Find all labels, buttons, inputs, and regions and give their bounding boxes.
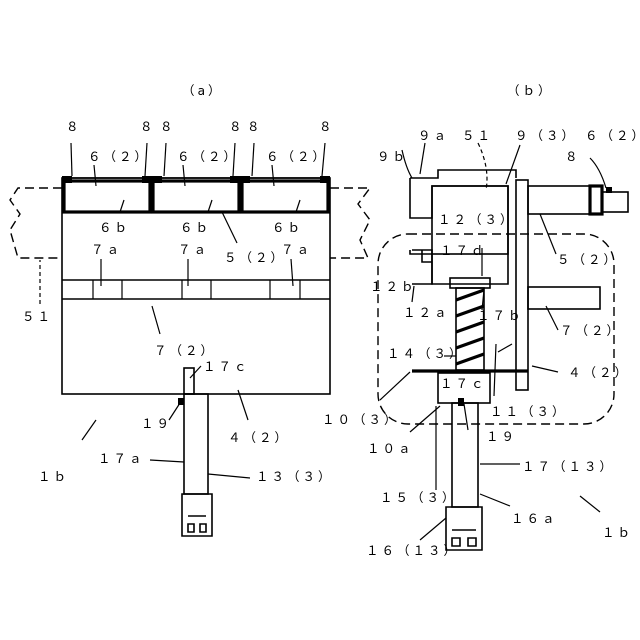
label-6b: ６ｂ: [272, 220, 303, 235]
label-19: １９: [486, 429, 517, 444]
label-6b: ６ｂ: [180, 220, 211, 235]
label-6: ６（２）: [177, 149, 239, 164]
label-4: ４（２）: [228, 430, 290, 445]
shaft-13: [184, 394, 208, 494]
label-51: ５１: [22, 309, 53, 324]
label-17b: １７ｂ: [477, 308, 524, 323]
label-8: ８: [160, 119, 176, 134]
label-6: ６（２）: [585, 128, 640, 143]
label-8: ８: [229, 119, 245, 134]
caption-a: （a）: [182, 83, 224, 98]
label-16a: １６ａ: [511, 511, 558, 526]
plates-6: [62, 176, 330, 212]
label-5: ５（２）: [224, 250, 286, 265]
label-17a: １７ａ: [98, 451, 145, 466]
label-17c: １７ｃ: [440, 376, 487, 391]
label-11: １１（３）: [490, 404, 568, 419]
label-4: ４（２）: [568, 365, 630, 380]
label-15: １５（３）: [380, 490, 458, 505]
label-12: １２（３）: [438, 212, 516, 227]
label-8: ８: [319, 119, 335, 134]
label-7a: ７ａ: [281, 242, 312, 257]
label-8: ８: [565, 149, 581, 164]
label-7: ７（２）: [560, 323, 622, 338]
label-10a: １０ａ: [367, 441, 414, 456]
label-17d: １７ｄ: [440, 243, 487, 258]
label-12a: １２ａ: [403, 305, 450, 320]
label-16: １６（１３）: [366, 543, 459, 558]
label-14: １４（３）: [387, 346, 465, 361]
label-6: ６（２）: [266, 149, 328, 164]
label-51: ５１: [462, 128, 493, 143]
label-9b: ９ｂ: [377, 149, 408, 164]
plate-6-left: [64, 181, 150, 212]
label-7a: ７ａ: [91, 242, 122, 257]
label-9a: ９ａ: [418, 128, 449, 143]
label-10: １０（３）: [322, 412, 400, 427]
plate-4: [516, 180, 528, 390]
label-7: ７（２）: [154, 343, 216, 358]
label-6b: ６ｂ: [99, 220, 130, 235]
label-7a: ７ａ: [178, 242, 209, 257]
label-1b: １ｂ: [602, 525, 633, 540]
figure-b: （ｂ）: [322, 83, 640, 558]
caption-b: （ｂ）: [507, 83, 554, 98]
body-9: [410, 170, 516, 284]
arm-7: [528, 287, 600, 309]
label-6: ６（２）: [88, 149, 150, 164]
label-1b: １ｂ: [38, 469, 69, 484]
label-9: ９（３）: [515, 128, 577, 143]
part-19: [458, 398, 464, 406]
plate-6-right: [242, 181, 328, 212]
label-19: １９: [141, 416, 172, 431]
label-17: １７（１３）: [522, 459, 615, 474]
foot-16: [182, 494, 212, 536]
label-8: ８: [140, 119, 156, 134]
plate-6: [590, 186, 602, 214]
plate-6-middle: [153, 181, 239, 212]
part-17d: [450, 278, 490, 288]
label-5: ５（２）: [557, 252, 619, 267]
figure-a: （a）: [10, 83, 370, 536]
tip-8: [602, 192, 628, 212]
label-13: １３（３）: [256, 469, 334, 484]
part-17c: [184, 368, 194, 394]
label-8: ８: [247, 119, 263, 134]
label-8: ８: [66, 119, 82, 134]
label-17c: １７ｃ: [203, 359, 250, 374]
label-12b: １２ｂ: [370, 279, 417, 294]
housing-4: [62, 178, 330, 394]
